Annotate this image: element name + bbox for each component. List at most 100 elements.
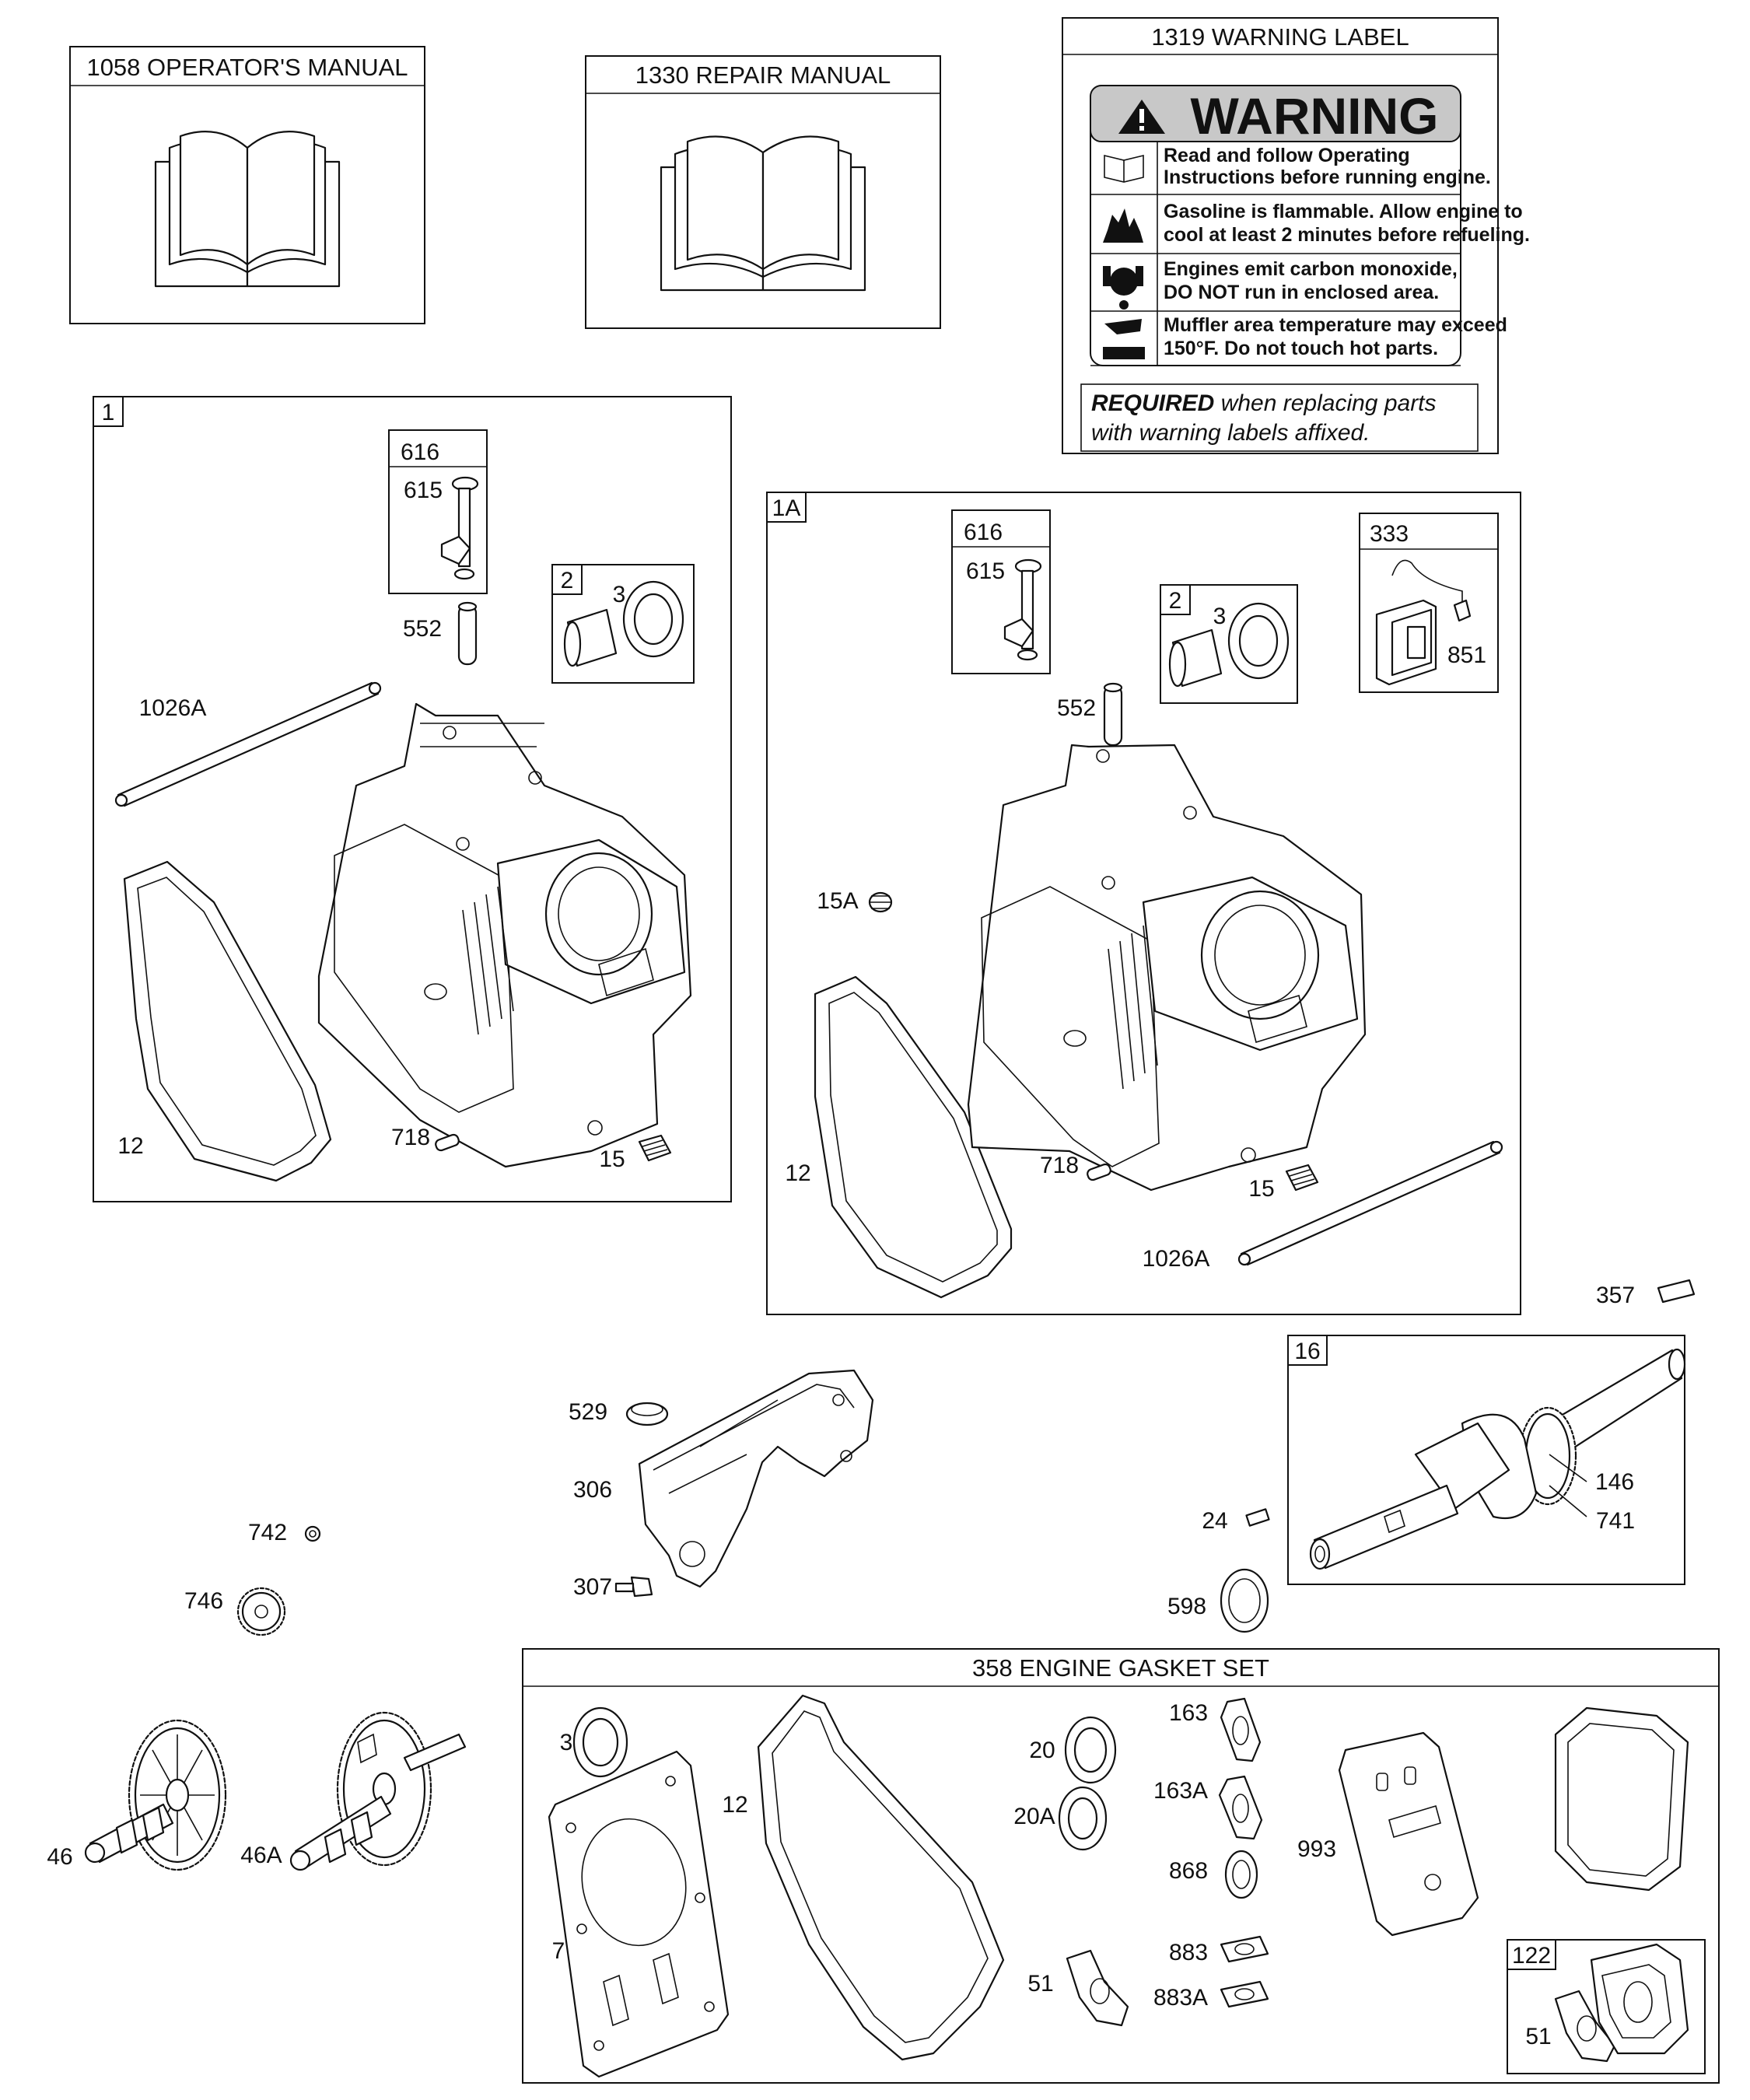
callout-20: 20 (1029, 1738, 1055, 1763)
callout-2: 2 (561, 568, 574, 593)
cylinder-block-part (317, 702, 692, 1168)
crankcase-gasket-12-part (757, 1694, 1005, 2061)
book-icon (154, 131, 341, 288)
callout-742: 742 (248, 1520, 287, 1545)
callout-306: 306 (573, 1477, 612, 1503)
required-note: REQUIRED when replacing parts (1091, 390, 1437, 416)
gear-746-part (236, 1587, 286, 1636)
dowel-pin-718-part (435, 1133, 460, 1152)
gasket-51-part (1554, 1990, 1616, 2063)
spacer-part (1590, 1943, 1689, 2055)
callout-741: 741 (1596, 1508, 1635, 1534)
warning-label-header: 1319 WARNING LABEL (1151, 23, 1409, 51)
hot-surface-icon (1103, 319, 1145, 359)
callout-7: 7 (552, 1938, 565, 1964)
gasket-kit-122-box: 122 51 (1507, 1939, 1706, 2074)
book-icon (1104, 154, 1144, 183)
callout-307: 307 (573, 1574, 612, 1600)
callout-51: 51 (1027, 1971, 1053, 1997)
callout-146: 146 (1595, 1469, 1634, 1495)
gasket-set-header: 358 ENGINE GASKET SET (972, 1654, 1269, 1682)
callout-24: 24 (1202, 1508, 1227, 1534)
callout-718: 718 (1040, 1153, 1079, 1178)
seal-529-part (625, 1402, 669, 1426)
plug-15a-part (868, 891, 893, 913)
key-357-part (1657, 1279, 1696, 1304)
callout-3: 3 (560, 1730, 573, 1755)
callout-851: 851 (1447, 642, 1486, 668)
crankshaft-part (1309, 1348, 1686, 1570)
gasket-868-part (1224, 1850, 1258, 1899)
gasket-1022-part (1554, 1706, 1689, 1892)
callout-883a: 883A (1153, 1985, 1208, 2011)
callout-3: 3 (613, 582, 626, 607)
repair-manual-header: 1330 REPAIR MANUAL (635, 61, 891, 89)
operators-manual-panel: 1058 OPERATOR'S MANUAL (69, 46, 425, 324)
crankcase-gasket-part (123, 860, 332, 1182)
cylinder-block-part (967, 744, 1367, 1192)
gasket-883-part (1220, 1935, 1269, 1963)
bushing-part (563, 608, 618, 667)
callout-3: 3 (1213, 604, 1227, 629)
callout-1026a: 1026A (1143, 1246, 1210, 1272)
callout-46: 46 (47, 1844, 72, 1870)
crankcase-gasket-part (814, 975, 1013, 1299)
callout-616: 616 (964, 520, 1003, 545)
washer-598-part (1220, 1568, 1269, 1633)
callout-15: 15 (1248, 1176, 1274, 1202)
callout-box-id: 16 (1294, 1339, 1320, 1364)
book-icon (660, 135, 866, 292)
head-gasket-7-part (548, 1750, 730, 2078)
retainer-742-part (304, 1525, 321, 1542)
warning-line-2a: Gasoline is flammable. Allow engine to (1164, 201, 1523, 222)
callout-box-id: 1A (772, 495, 801, 521)
dowel-pin-part (457, 601, 478, 666)
camshaft-46a-part (289, 1711, 467, 1871)
plug-part (638, 1134, 672, 1162)
callout-552: 552 (1057, 695, 1096, 721)
warning-line-4a: Muffler area temperature may exceed (1164, 314, 1507, 336)
callout-122: 122 (1512, 1943, 1551, 1969)
gasket-51-part (1066, 1949, 1129, 2027)
plug-part (1285, 1164, 1319, 1192)
callout-598: 598 (1167, 1594, 1206, 1619)
pushrod-part (1237, 1140, 1503, 1266)
warning-line-1a: Read and follow Operating (1164, 145, 1410, 166)
breather-valve-part (1003, 558, 1042, 661)
callout-552: 552 (403, 616, 442, 642)
callout-15: 15 (599, 1146, 625, 1172)
gasket-163-part (1220, 1697, 1262, 1762)
fire-icon (1103, 208, 1143, 243)
gasket-883a-part (1220, 1980, 1269, 2008)
callout-993: 993 (1297, 1836, 1336, 1862)
callout-1026a: 1026A (139, 695, 207, 721)
repair-manual-panel: 1330 REPAIR MANUAL (585, 55, 941, 329)
oil-seal-part (1227, 602, 1290, 680)
breather-valve-part (440, 476, 479, 580)
callout-718: 718 (391, 1125, 430, 1150)
key-24-part (1245, 1508, 1270, 1527)
oil-seal-3-part (572, 1706, 628, 1778)
dowel-pin-part (1103, 682, 1123, 747)
bushing-part (1168, 628, 1223, 688)
warning-line-1b: Instructions before running engine. (1164, 166, 1491, 188)
warning-label-panel: 1319 WARNING LABEL WARNING Read and (1062, 17, 1530, 454)
breather-cover-306-part (638, 1369, 874, 1588)
warning-line-4b: 150°F. Do not touch hot parts. (1164, 338, 1438, 359)
cylinder-assembly-box-1: 1 616 615 2 3 552 1026A (93, 396, 732, 1202)
callout-746: 746 (184, 1588, 223, 1614)
callout-20a: 20A (1013, 1804, 1055, 1829)
operators-manual-header: 1058 OPERATOR'S MANUAL (86, 54, 408, 81)
callout-333: 333 (1370, 521, 1409, 547)
callout-163: 163 (1169, 1700, 1208, 1726)
engine-gasket-set-box: 358 ENGINE GASKET SET 3 12 7 20 (522, 1648, 1720, 2084)
warning-line-2b: cool at least 2 minutes before refueling… (1164, 224, 1530, 246)
ignition-armature-part (1375, 559, 1472, 686)
required-note-line2: with warning labels affixed. (1091, 420, 1370, 446)
dowel-pin-718-part (1087, 1163, 1111, 1181)
pushrod-part (114, 681, 382, 807)
cylinder-assembly-box-1a: 1A 616 615 2 3 333 851 (766, 492, 1521, 1315)
callout-12: 12 (117, 1133, 143, 1159)
toxic-fumes-icon (1103, 266, 1143, 310)
